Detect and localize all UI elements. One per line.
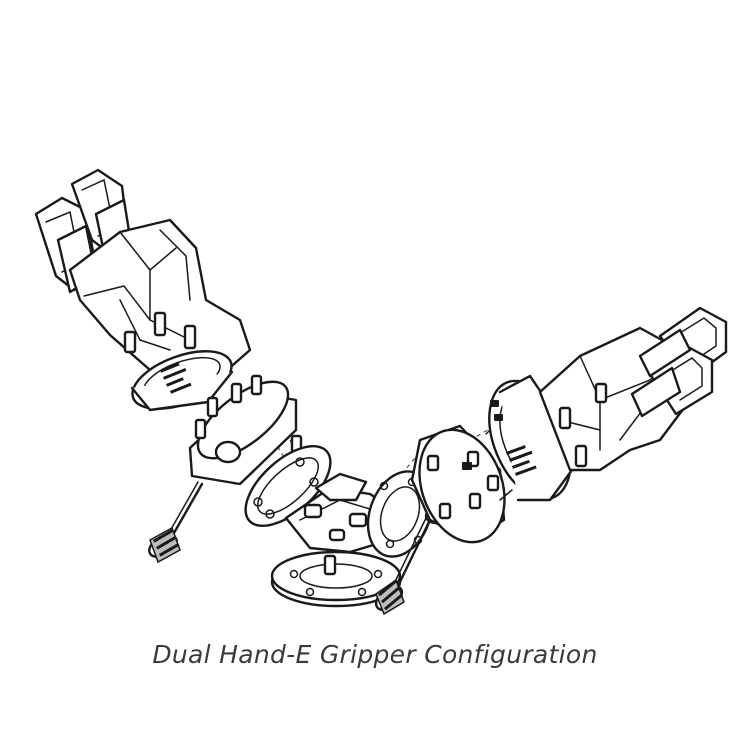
figure-caption: Dual Hand-E Gripper Configuration (152, 640, 598, 669)
coupling-plate-left (188, 374, 303, 486)
coupling-plate-right (410, 419, 513, 544)
gripper-left (34, 168, 252, 412)
gripper-right (488, 306, 728, 502)
base-flange (270, 550, 402, 608)
screw-left (148, 481, 204, 564)
